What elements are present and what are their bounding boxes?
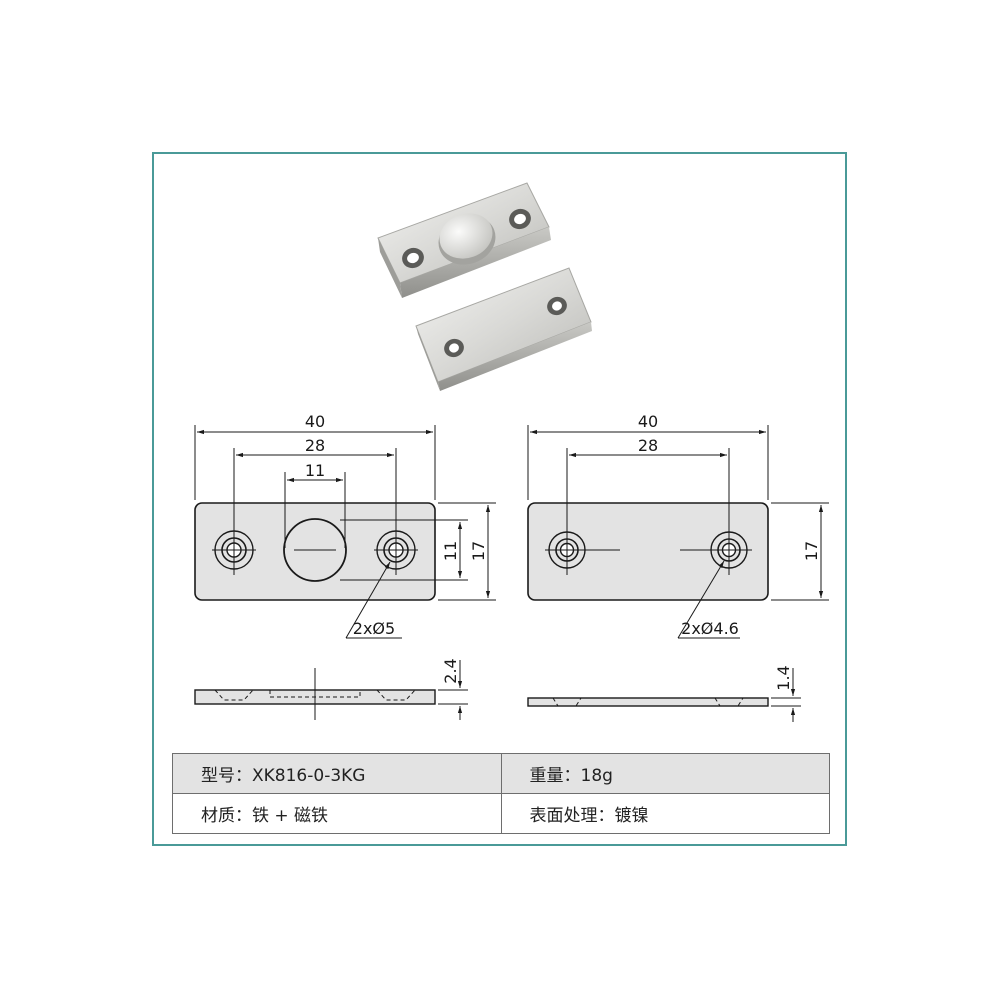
material-value: 铁 + 磁铁: [252, 806, 329, 826]
striker-plate-photo: [415, 267, 592, 391]
spec-cell-model: 型号：XK816-0-3KG: [172, 753, 502, 794]
dim-hole-spacing-left: 28: [305, 436, 325, 455]
finish-label: 表面处理：: [529, 806, 615, 826]
dim-hole-spacing-right: 28: [638, 436, 658, 455]
hole-note-right: 2xØ4.6: [681, 619, 739, 638]
spec-cell-material: 材质：铁 + 磁铁: [172, 793, 502, 834]
side-view-left: 2.4: [194, 658, 468, 720]
magnet-plate-photo: [377, 182, 551, 298]
weight-label: 重量：: [529, 766, 581, 786]
product-frame: [152, 152, 847, 846]
model-label: 型号：: [201, 766, 252, 786]
finish-value: 镀镍: [614, 806, 649, 826]
dim-magnet-height: 11: [441, 541, 460, 561]
spec-row: 材质：铁 + 磁铁 表面处理：镀镍: [172, 793, 830, 834]
product-photo: [377, 182, 592, 391]
spec-row: 型号：XK816-0-3KG 重量：18g: [172, 753, 830, 794]
dim-overall-width-right: 40: [638, 412, 658, 431]
front-view-left: 40 28 11 11 17 2xØ5: [194, 412, 496, 639]
dim-overall-height-left: 17: [469, 541, 488, 561]
dim-thickness-right: 1.4: [774, 665, 793, 690]
dim-overall-height-right: 17: [802, 541, 821, 561]
material-label: 材质：: [201, 806, 252, 826]
spec-cell-finish: 表面处理：镀镍: [500, 793, 830, 834]
model-value: XK816-0-3KG: [252, 766, 366, 786]
dim-overall-width-left: 40: [305, 412, 325, 431]
side-view-right: 1.4: [527, 665, 801, 722]
dim-thickness-left: 2.4: [441, 658, 460, 683]
spec-cell-weight: 重量：18g: [500, 753, 830, 794]
dim-magnet-diameter: 11: [305, 461, 325, 480]
weight-value: 18g: [580, 766, 613, 786]
hole-note-left: 2xØ5: [353, 619, 395, 638]
front-view-right: 40 28 17 2xØ4.6: [527, 412, 829, 639]
spec-table: 型号：XK816-0-3KG 重量：18g 材质：铁 + 磁铁 表面处理：镀镍: [172, 753, 830, 834]
